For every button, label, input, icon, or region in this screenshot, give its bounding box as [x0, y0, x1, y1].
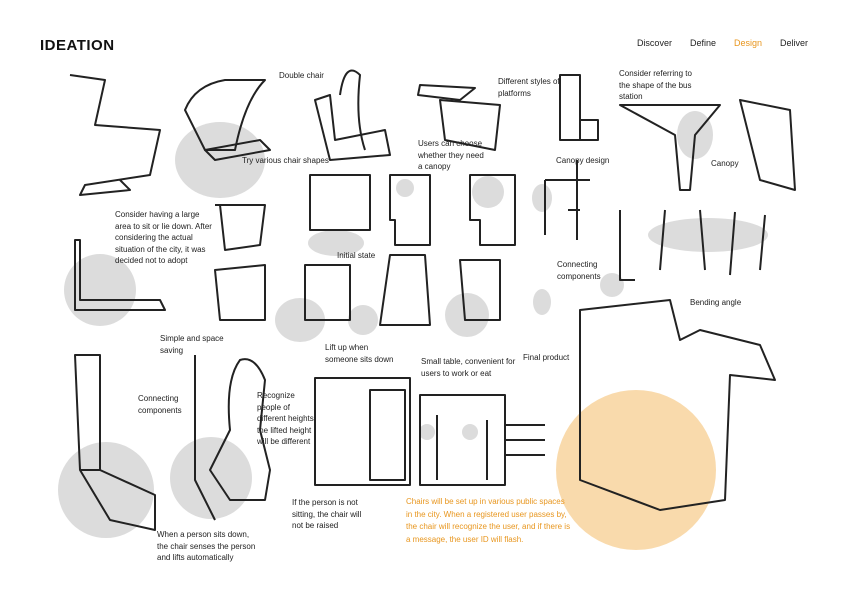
label-simple-space: Simple and space saving [160, 334, 224, 355]
chair-sketches [69, 69, 796, 531]
label-different-styles: Different styles of platforms [498, 77, 560, 98]
label-orange-note: Chairs will be set up in various public … [406, 497, 571, 544]
label-users-choose: Users can choose whether they need a can… [418, 139, 484, 171]
label-final-product: Final product [523, 353, 570, 362]
nav-define[interactable]: Define [689, 38, 716, 48]
label-bending-angle: Bending angle [690, 298, 742, 307]
label-canopy-design: Canopy design [556, 156, 610, 165]
label-small-table: Small table, convenient for users to wor… [421, 357, 516, 378]
top-nav: Discover Define Design Deliver [637, 38, 808, 48]
label-sits-down: When a person sits down, the chair sense… [157, 530, 256, 562]
label-connecting-components-2: Connecting components [138, 394, 182, 415]
nav-design[interactable]: Design [733, 38, 762, 48]
page-title: IDEATION [40, 37, 115, 54]
orange-highlight-circle [556, 390, 716, 550]
label-initial-state: Initial state [337, 251, 376, 260]
label-canopy: Canopy [711, 159, 739, 168]
label-double-chair: Double chair [279, 71, 324, 80]
label-try-shapes: Try various chair shapes [242, 156, 329, 165]
label-large-area: Consider having a large area to sit or l… [115, 210, 212, 265]
label-consider-referring: Consider referring to the shape of the b… [619, 69, 692, 101]
label-lift-up: Lift up when someone sits down [325, 343, 394, 364]
nav-deliver[interactable]: Deliver [779, 38, 808, 48]
nav-discover[interactable]: Discover [636, 38, 672, 48]
label-connecting-components-1: Connecting components [557, 260, 601, 281]
label-not-sitting: If the person is not sitting, the chair … [292, 498, 362, 530]
label-recognize-people: Recognize people of different heights, t… [257, 391, 317, 446]
